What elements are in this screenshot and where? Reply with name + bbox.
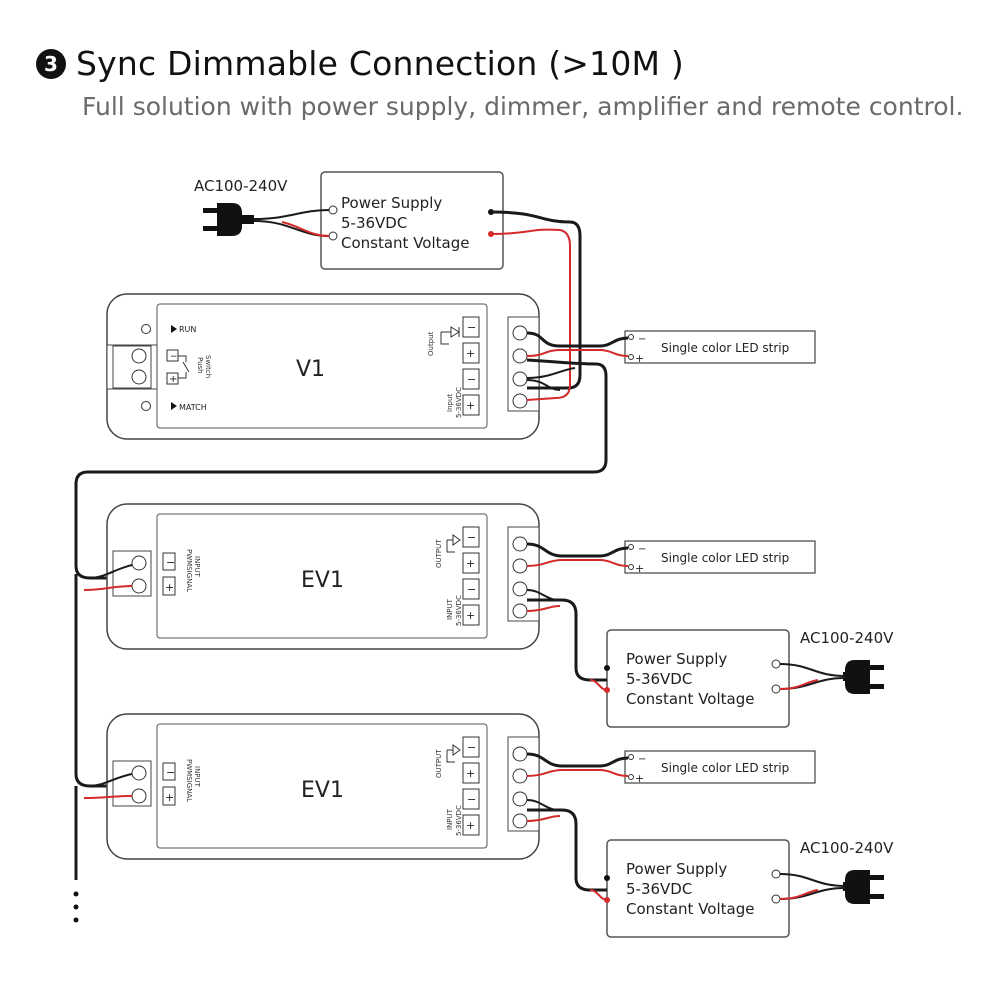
ev1-2-input-label-right: INPUT	[446, 808, 454, 830]
led-strip-1: − + Single color LED strip	[624, 330, 816, 365]
ps-3-line1: Power Supply	[626, 860, 727, 878]
ev1-1-input-voltage: 5-36VDC	[455, 595, 463, 626]
ev1-2-pwm-label: PWMSIGNAL	[185, 759, 193, 802]
ac-plug-top-icon	[203, 203, 254, 236]
svg-text:+: +	[169, 374, 177, 385]
svg-text:−: −	[166, 766, 175, 779]
ps-3-line2: 5-36VDC	[626, 880, 692, 898]
led-strip-3: − + Single color LED strip	[624, 750, 816, 785]
ps-2-line2: 5-36VDC	[626, 670, 692, 688]
svg-text:+: +	[466, 557, 475, 570]
ev1-amplifier-1: − + INPUT PWMSIGNAL EV1 OUTPUT INPUT 5-3…	[106, 503, 540, 650]
ev1-2-name: EV1	[301, 778, 344, 803]
svg-text:+: +	[165, 791, 174, 804]
svg-text:−: −	[638, 754, 646, 765]
header: 3 Sync Dimmable Connection (>10M )	[36, 44, 684, 83]
svg-text:−: −	[467, 531, 476, 544]
power-supply-top: Power Supply 5-36VDC Constant Voltage	[320, 171, 504, 270]
svg-text:+: +	[466, 399, 475, 412]
ev1-2-output-label: OUTPUT	[435, 749, 443, 778]
v1-input-voltage: 5-36VDC	[455, 387, 463, 418]
v1-match-label: MATCH	[179, 403, 207, 412]
svg-text:−: −	[467, 583, 476, 596]
svg-text:+: +	[635, 772, 644, 785]
ev1-2-input-voltage: 5-36VDC	[455, 805, 463, 836]
svg-text:−: −	[170, 352, 178, 362]
ps-2-line1: Power Supply	[626, 650, 727, 668]
ps-3-line3: Constant Voltage	[626, 900, 754, 918]
step-number-badge: 3	[36, 48, 66, 79]
svg-text:−: −	[467, 373, 476, 386]
svg-text:−: −	[166, 556, 175, 569]
svg-text:+: +	[466, 767, 475, 780]
v1-name: V1	[296, 357, 325, 382]
svg-text:−: −	[638, 334, 646, 345]
ev1-1-pwm-label: PWMSIGNAL	[185, 549, 193, 592]
ps-2-line3: Constant Voltage	[626, 690, 754, 708]
ev1-1-input-label-right: INPUT	[446, 598, 454, 620]
strip-2-label: Single color LED strip	[661, 551, 789, 565]
ps-top-line1: Power Supply	[341, 194, 442, 212]
ac-label-3: AC100-240V	[800, 839, 894, 857]
svg-text:−: −	[467, 321, 476, 334]
svg-text:+: +	[466, 347, 475, 360]
power-supply-2: Power Supply 5-36VDC Constant Voltage	[604, 629, 790, 728]
ev1-1-input-label: INPUT	[193, 556, 201, 578]
ac-plug-2-icon	[843, 660, 884, 694]
ev1-2-input-label: INPUT	[193, 766, 201, 788]
page-title: Sync Dimmable Connection (>10M )	[76, 44, 684, 83]
ac-label-2: AC100-240V	[800, 629, 894, 647]
strip-1-label: Single color LED strip	[661, 341, 789, 355]
led-strip-2: − + Single color LED strip	[624, 540, 816, 575]
svg-text:−: −	[638, 544, 646, 555]
ac-plug-3-icon	[843, 870, 884, 904]
ps-top-line2: 5-36VDC	[341, 214, 407, 232]
svg-text:−: −	[467, 741, 476, 754]
strip-3-label: Single color LED strip	[661, 761, 789, 775]
v1-dimmer: RUN MATCH − + Push Switch V1 Output Inpu…	[106, 293, 540, 440]
ev1-1-output-label: OUTPUT	[435, 539, 443, 568]
svg-text:+: +	[635, 562, 644, 575]
power-supply-3: Power Supply 5-36VDC Constant Voltage	[604, 839, 790, 938]
svg-text:−: −	[467, 793, 476, 806]
ac-label-top: AC100-240V	[194, 177, 288, 195]
svg-text:+: +	[165, 581, 174, 594]
v1-output-label: Output	[427, 331, 435, 356]
svg-text:+: +	[635, 352, 644, 365]
v1-push-label: Push	[196, 357, 204, 374]
v1-input-label: Input	[446, 394, 454, 412]
svg-text:+: +	[466, 609, 475, 622]
ev1-amplifier-2: − + INPUT PWMSIGNAL EV1 OUTPUT INPUT 5-3…	[106, 713, 540, 860]
svg-text:+: +	[466, 819, 475, 832]
ev1-1-name: EV1	[301, 568, 344, 593]
v1-run-label: RUN	[179, 325, 196, 334]
ps-top-line3: Constant Voltage	[341, 234, 469, 252]
page-subtitle: Full solution with power supply, dimmer,…	[82, 92, 964, 121]
v1-switch-label: Switch	[204, 355, 212, 378]
continuation-dots	[73, 891, 79, 923]
